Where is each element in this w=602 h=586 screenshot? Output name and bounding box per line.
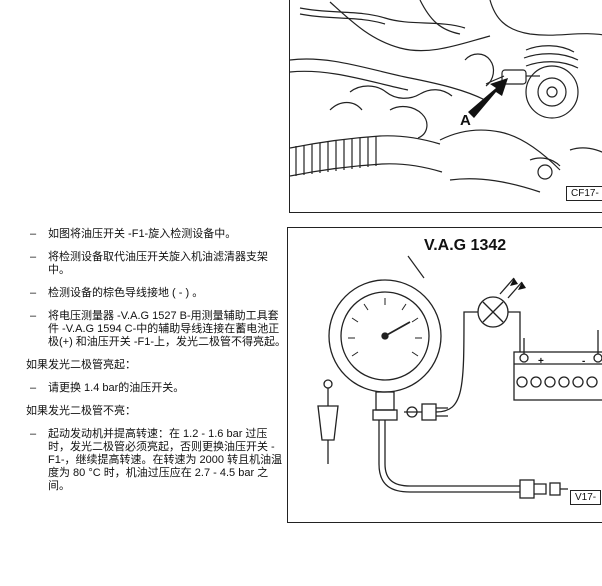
step-4: – 将电压测量器 -V.A.G 1527 B-用测量辅助工具套件 -V.A.G … (30, 310, 287, 348)
figure-id-bottom: V17- (570, 490, 602, 505)
figure-id-top: CF17- (566, 186, 602, 201)
test-setup-drawing (317, 255, 602, 499)
condition-led-off: 如果发光二极管不亮： (26, 405, 136, 417)
callout-a: A (460, 112, 471, 129)
step-3: – 检测设备的棕色导线接地 ( - ) 。 (30, 287, 204, 299)
condition-led-on: 如果发光二极管亮起： (26, 359, 136, 371)
step-replace-switch: – 请更换 1.4 bar的油压开关。 (30, 382, 185, 394)
step-2: – 将检测设备取代油压开关旋入机油滤清器支架中。 (30, 251, 268, 276)
engine-photo-figure: A CF17- (289, 0, 602, 213)
step-start-engine: – 起动发动机并提高转速：在 1.2 - 1.6 bar 过压时，发光二极管必须… (30, 428, 283, 492)
engine-drawing (290, 0, 602, 193)
tool-name-label: V.A.G 1342 (424, 237, 507, 254)
battery-minus-label: - (582, 356, 586, 367)
battery-plus-label: + (538, 356, 544, 367)
instruction-text: – 如图将油压开关 -F1-旋入检测设备中。 – 将检测设备取代油压开关旋入机油… (26, 228, 288, 503)
step-1: – 如图将油压开关 -F1-旋入检测设备中。 (30, 228, 237, 240)
test-setup-figure: V17- + - (287, 227, 602, 523)
